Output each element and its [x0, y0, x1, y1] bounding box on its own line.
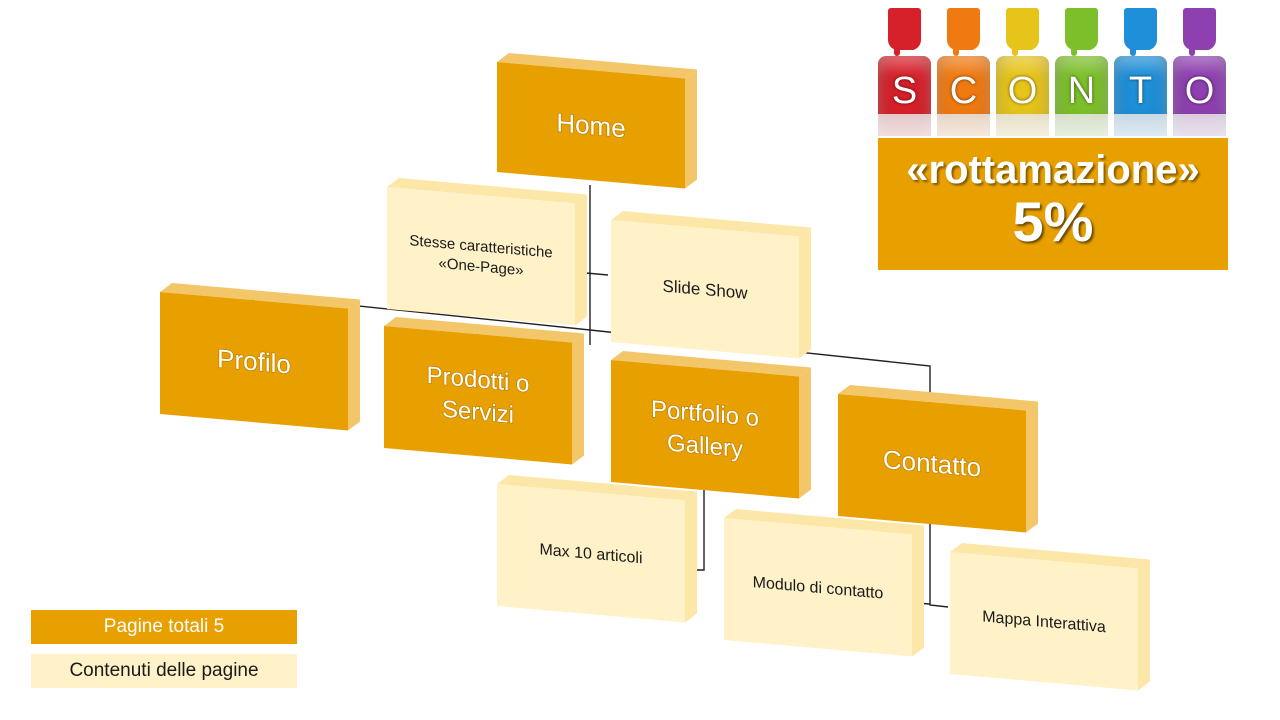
- node-top-face: [384, 317, 584, 343]
- node-front-face: [838, 394, 1026, 533]
- node-label: Profilo: [217, 343, 291, 379]
- node-profilo: Profilo: [160, 283, 360, 431]
- node-top-face: [950, 543, 1150, 569]
- node-modulo: Modulo di contatto: [724, 509, 924, 657]
- node-side-face: [348, 299, 360, 431]
- node-max10: Max 10 articoli: [497, 475, 697, 623]
- node-top-face: [497, 53, 697, 79]
- connector-line: [929, 520, 949, 608]
- legend-total-pages: Pagine totali 5: [31, 610, 297, 644]
- jar-letter: N: [1067, 70, 1096, 112]
- paint-jar: S: [878, 8, 931, 136]
- node-mappa: Mappa Interattiva: [950, 543, 1150, 691]
- node-side-face: [575, 194, 587, 326]
- jar-letter: T: [1128, 70, 1153, 112]
- node-top-face: [838, 385, 1038, 411]
- node-top-face: [160, 283, 360, 309]
- node-top-face: [387, 178, 587, 204]
- paint-jar: T: [1114, 8, 1167, 136]
- node-front-face: [497, 62, 685, 189]
- node-front-face: [724, 518, 912, 657]
- node-contatto: Contatto: [838, 385, 1038, 533]
- node-side-face: [799, 227, 811, 359]
- node-front-face: [384, 326, 572, 465]
- node-top-face: [497, 475, 697, 501]
- jar-letter: O: [1007, 70, 1038, 112]
- node-home: Home: [497, 53, 697, 189]
- node-front-face: [160, 292, 348, 431]
- node-top-face: [611, 351, 811, 377]
- promo-title: «rottamazione»: [906, 148, 1200, 192]
- legend-page-contents: Contenuti delle pagine: [31, 654, 297, 688]
- paint-jar: N: [1055, 8, 1108, 136]
- paint-jar: O: [996, 8, 1049, 136]
- node-top-face: [611, 211, 811, 237]
- paint-jar: O: [1173, 8, 1226, 136]
- node-one-page: Stesse caratteristiche«One-Page»: [387, 178, 587, 326]
- node-side-face: [1026, 401, 1038, 533]
- node-front-face: [611, 219, 799, 359]
- node-front-face: [611, 360, 799, 499]
- node-slide-show: Slide Show: [611, 211, 811, 359]
- node-front-face: [387, 186, 575, 326]
- jar-letter: S: [891, 70, 918, 112]
- node-side-face: [1138, 559, 1150, 691]
- promo-box: «rottamazione» 5%: [878, 138, 1228, 270]
- jar-letter: O: [1184, 70, 1215, 112]
- node-front-face: [497, 484, 685, 623]
- node-label: Home: [556, 107, 625, 143]
- node-top-face: [724, 509, 924, 535]
- node-side-face: [572, 333, 584, 465]
- paint-jar: C: [937, 8, 990, 136]
- node-side-face: [799, 367, 811, 499]
- node-side-face: [912, 525, 924, 657]
- node-side-face: [685, 491, 697, 623]
- node-front-face: [950, 552, 1138, 691]
- promo-discount: 5%: [1012, 190, 1094, 253]
- node-side-face: [685, 69, 697, 189]
- jar-letter: C: [949, 70, 978, 112]
